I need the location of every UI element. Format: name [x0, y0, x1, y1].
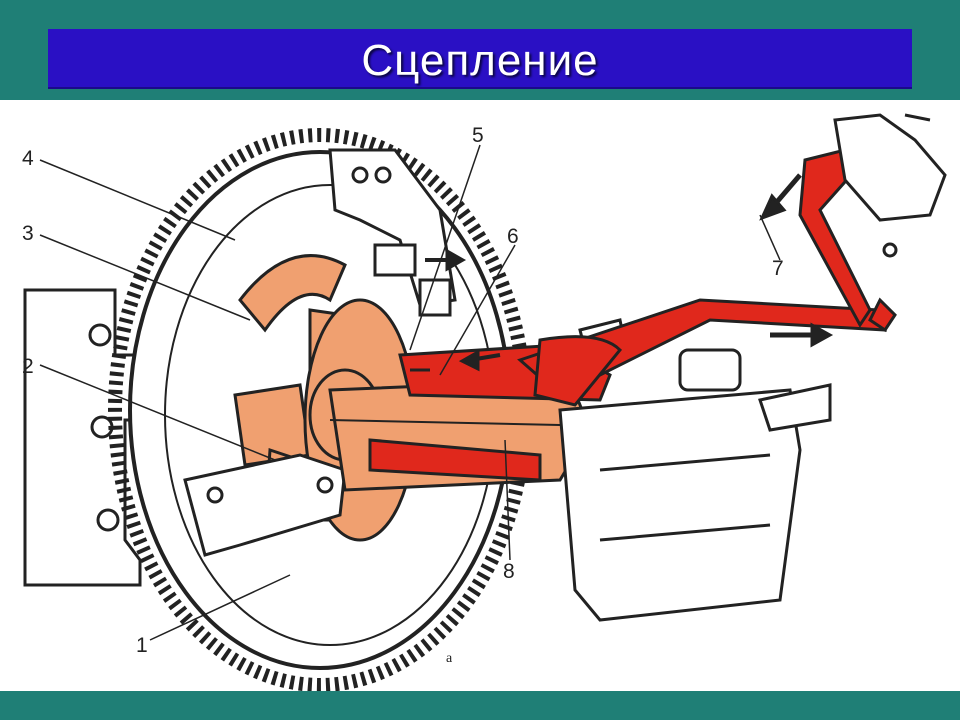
release-lever-white: [183, 453, 347, 557]
callout-6: 6: [507, 225, 519, 248]
slide-title: Сцепление: [361, 36, 599, 85]
callout-8: 8: [503, 560, 515, 583]
callout-7: 7: [772, 257, 784, 280]
callout-1: 1: [136, 634, 148, 657]
release-linkage: [398, 148, 897, 407]
title-bar: Сцепление: [48, 29, 912, 89]
bottom-band: [0, 691, 960, 720]
housing-bracket: [328, 148, 457, 317]
pedal-foot: [833, 113, 947, 258]
clutch-diagram: 4 3 2 1 5 6 7 8 a: [0, 100, 960, 692]
callout-5: 5: [472, 124, 484, 147]
callout-2: 2: [22, 355, 34, 378]
leader-lines: [39, 144, 781, 641]
figure-letter: a: [446, 651, 453, 666]
callout-4: 4: [22, 147, 34, 170]
callout-3: 3: [22, 222, 34, 245]
